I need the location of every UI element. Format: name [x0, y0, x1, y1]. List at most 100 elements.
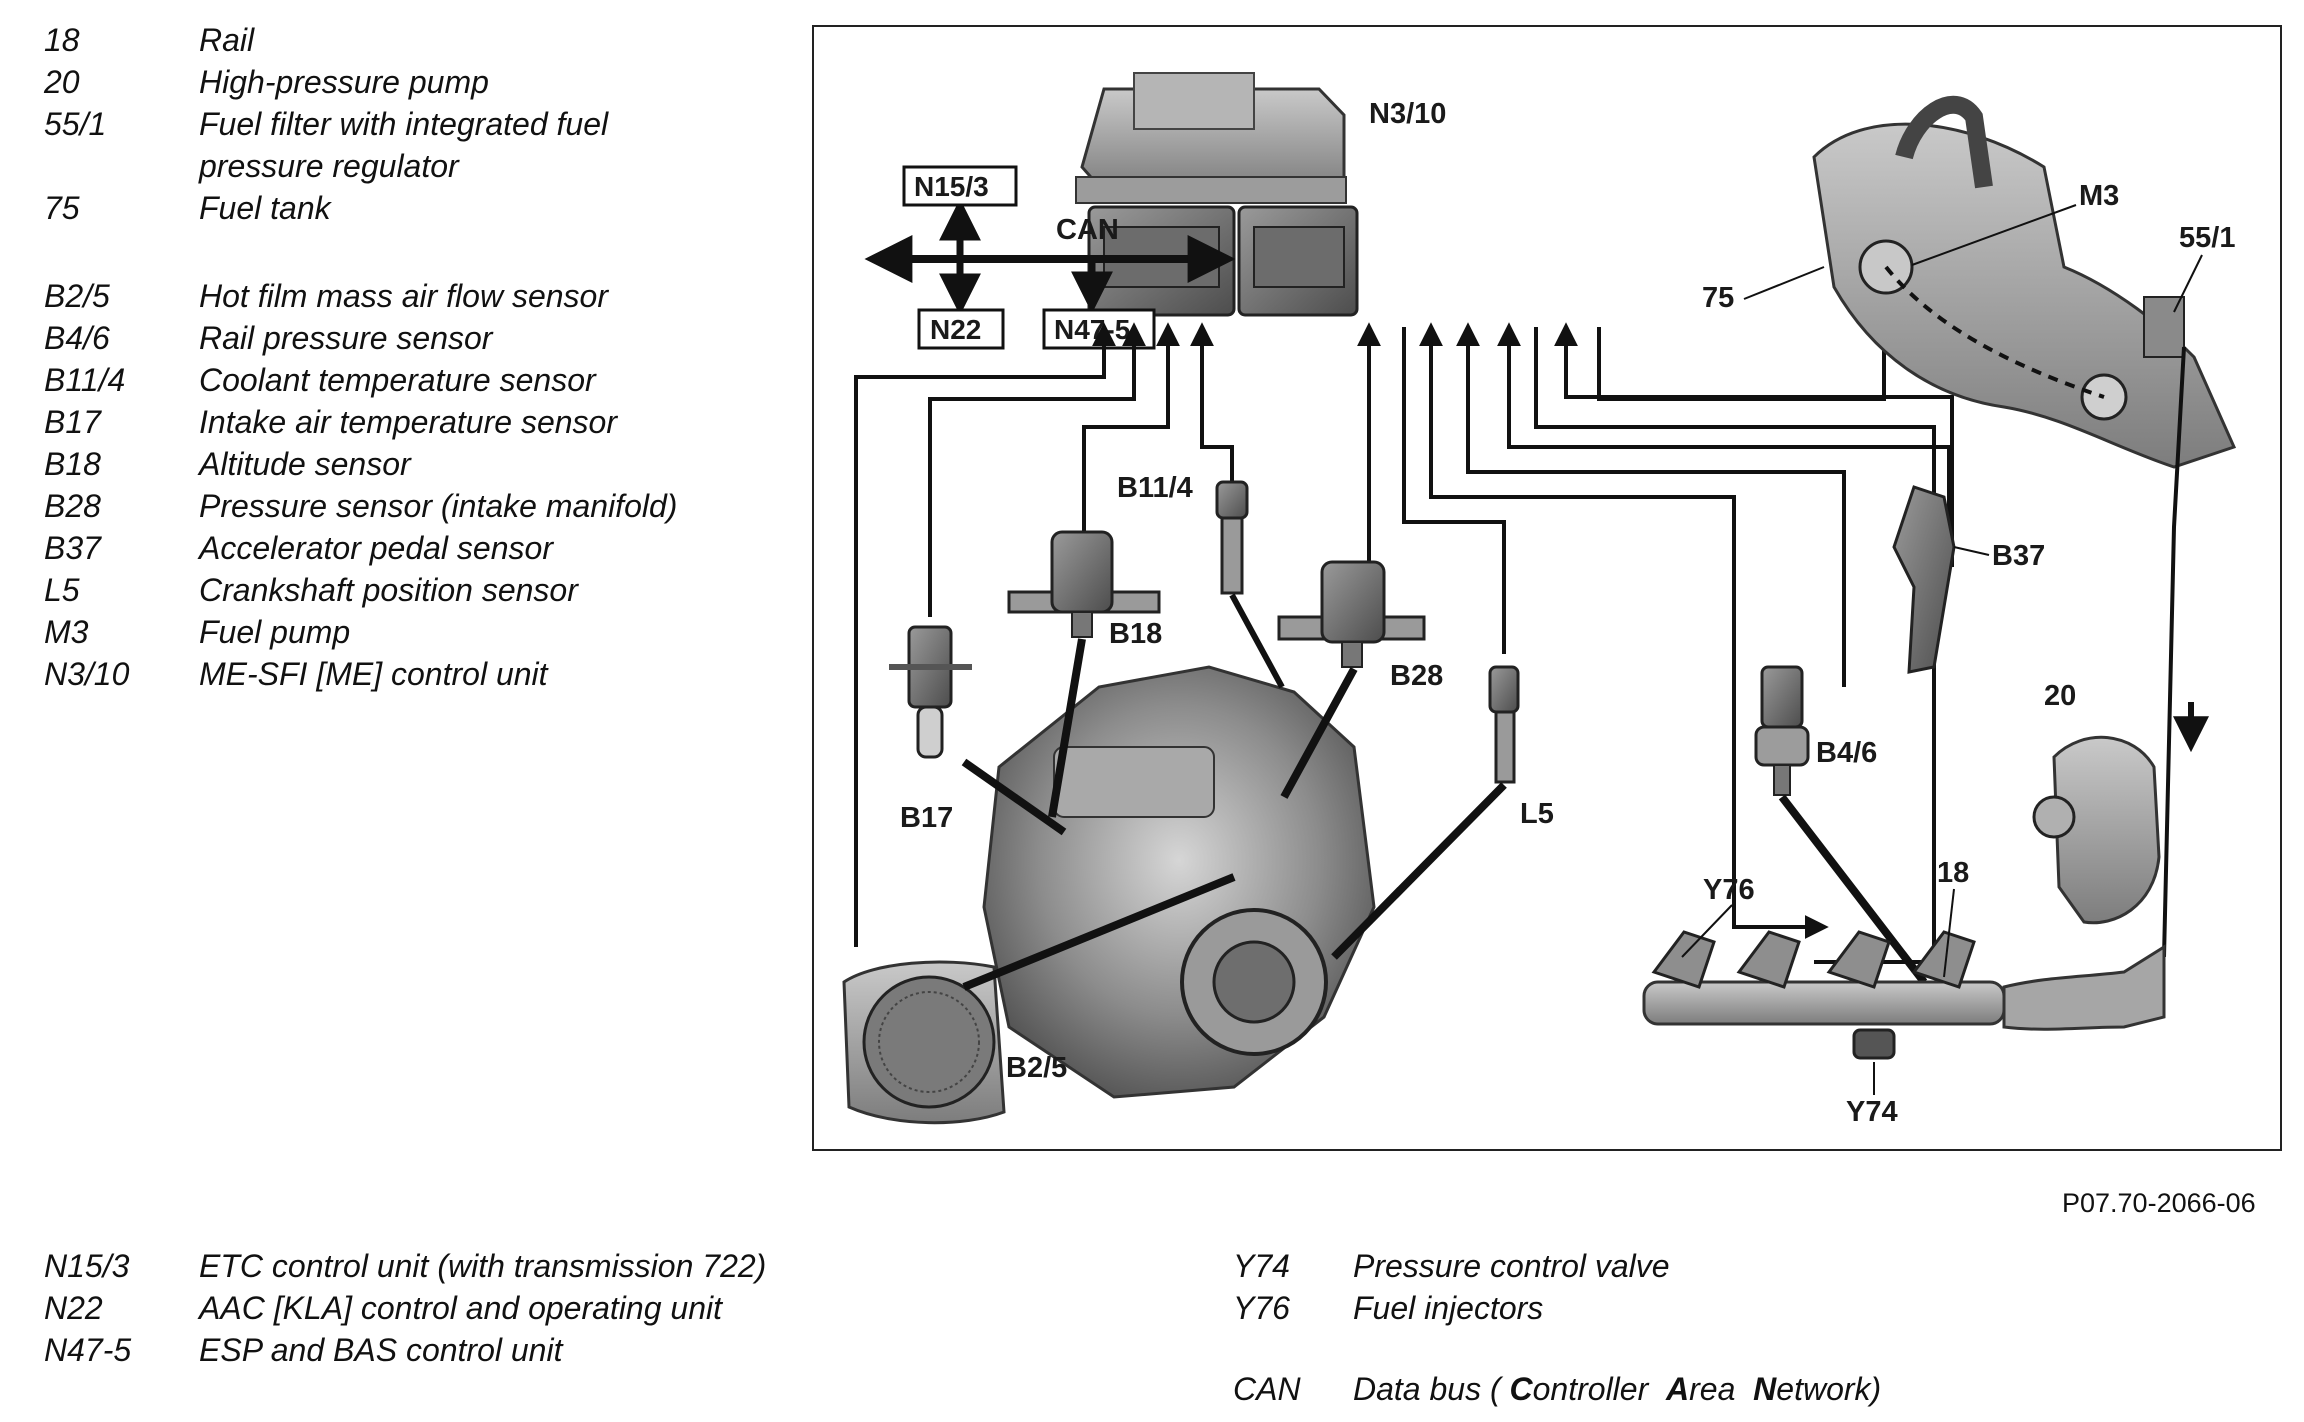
- label-b4-6: B4/6: [1816, 737, 1877, 769]
- sensor-b37: [1892, 485, 1956, 674]
- label-b2-5: B2/5: [1006, 1052, 1067, 1084]
- legend-code: B18: [44, 446, 101, 482]
- leader-b4-6: [1778, 794, 1928, 985]
- legend-can-row: CAN Data bus ( Controller Area Network): [1233, 1371, 1881, 1408]
- legend-desc: Fuel pump: [199, 614, 351, 650]
- legend-desc: Hot film mass air flow sensor: [199, 278, 608, 314]
- legend-desc: AAC [KLA] control and operating unit: [199, 1290, 722, 1326]
- legend-desc: High-pressure pump: [199, 64, 489, 100]
- legend-desc: Fuel tank: [199, 190, 331, 226]
- legend-code: N22: [44, 1290, 103, 1326]
- can-initial: N: [1753, 1371, 1777, 1407]
- legend-code: N15/3: [44, 1248, 130, 1284]
- legend-desc: Accelerator pedal sensor: [199, 530, 553, 566]
- legend-code: Y76: [1233, 1290, 1290, 1326]
- legend-code: 18: [44, 22, 80, 58]
- injector-y76: [1911, 930, 1976, 989]
- legend-row: 55/1 Fuel filter with integrated fuel: [44, 103, 677, 145]
- sensor-b11-4: [1215, 480, 1249, 595]
- pressure-control-valve-y74: [1852, 1028, 1896, 1060]
- legend-desc: pressure regulator: [199, 148, 459, 184]
- can-initial: C: [1509, 1371, 1533, 1407]
- legend-code: 55/1: [44, 106, 107, 142]
- legend-desc: ME-SFI [ME] control unit: [199, 656, 548, 692]
- leader-l5: [1331, 782, 1507, 960]
- injector-y76: [1651, 930, 1716, 989]
- legend-code: Y74: [1233, 1248, 1290, 1284]
- signal-lines: [854, 262, 1954, 964]
- legend-row: Y74 Pressure control valve: [1233, 1245, 1670, 1287]
- legend-desc: Fuel filter with integrated fuel: [199, 106, 609, 142]
- legend-row: N22 AAC [KLA] control and operating unit: [44, 1287, 766, 1329]
- leader-55-1: [2173, 254, 2203, 313]
- ecu-n3-10: [1075, 72, 1359, 317]
- legend-code: CAN: [1233, 1371, 1301, 1407]
- legend-desc: Intake air temperature sensor: [199, 404, 617, 440]
- rail-18: [1642, 930, 2166, 1060]
- legend-code: N3/10: [44, 656, 130, 692]
- injector-y76: [1736, 930, 1801, 989]
- leader-b18: [1048, 638, 1086, 818]
- legend-desc: Pressure sensor (intake manifold): [199, 488, 678, 524]
- box-n22: [917, 308, 1005, 350]
- legend-code: M3: [44, 614, 89, 650]
- legend-desc: Rail: [199, 22, 255, 58]
- legend-code: B17: [44, 404, 101, 440]
- label-55-1: 55/1: [2179, 222, 2235, 254]
- legend-code: B2/5: [44, 278, 110, 314]
- legend-desc: Data bus ( Controller Area Network): [1353, 1371, 1881, 1408]
- box-n15-3: [902, 165, 1018, 207]
- legend-row: N3/10 ME-SFI [ME] control unit: [44, 653, 677, 695]
- system-diagram: N3/10 CAN N15/3 N22 N47-5 M3 75 55/1: [842, 72, 2237, 1128]
- legend-row: Y76 Fuel injectors: [1233, 1287, 1670, 1329]
- legend-code: 75: [44, 190, 80, 226]
- legend-code: B4/6: [44, 320, 110, 356]
- legend-row: 18 Rail: [44, 19, 677, 61]
- high-pressure-pump-20: [2032, 735, 2161, 925]
- legend-row: M3 Fuel pump: [44, 611, 677, 653]
- legend-code: B28: [44, 488, 101, 524]
- sensor-l5: [1488, 665, 1520, 784]
- can-text: ontroller: [1532, 1371, 1667, 1407]
- sensor-b4-6: [1754, 665, 1810, 796]
- engine-block: [982, 665, 1376, 1099]
- can-initial: A: [1666, 1371, 1690, 1407]
- fuel-tank-75: [1812, 95, 2237, 469]
- legend-desc: Altitude sensor: [199, 446, 411, 482]
- label-20: 20: [2044, 680, 2076, 712]
- legend-code: B11/4: [44, 362, 126, 398]
- leader-b28: [1280, 667, 1358, 799]
- label-b17: B17: [900, 802, 953, 834]
- legend-desc: Fuel injectors: [1353, 1290, 1544, 1326]
- leader-y76: [1681, 904, 1733, 958]
- can-text: rea: [1689, 1371, 1754, 1407]
- label-b37: B37: [1992, 540, 2045, 572]
- leader-m3: [1911, 204, 2077, 266]
- label-n47-5: N47-5: [1054, 314, 1130, 345]
- can-text: Data bus (: [1353, 1371, 1510, 1407]
- diagram-frame: N3/10 CAN N15/3 N22 N47-5 M3 75 55/1: [812, 25, 2282, 1151]
- label-b11-4: B11/4: [1117, 472, 1193, 504]
- legend-row: pressure regulator: [44, 145, 677, 187]
- legend-desc: Pressure control valve: [1353, 1248, 1670, 1284]
- legend-bottom-right: Y74 Pressure control valve Y76 Fuel inject…: [1233, 1245, 1670, 1329]
- label-y76: Y76: [1703, 874, 1755, 906]
- label-n3-10: N3/10: [1369, 98, 1446, 130]
- can-bus: [864, 198, 1236, 316]
- figure-code: P07.70-2066-06: [2062, 1188, 2256, 1218]
- sensor-b2-5: [842, 960, 1006, 1125]
- label-m3: M3: [2079, 180, 2119, 212]
- legend-row: B28 Pressure sensor (intake manifold): [44, 485, 677, 527]
- legend-row: B17 Intake air temperature sensor: [44, 401, 677, 443]
- label-n15-3: N15/3: [914, 171, 989, 202]
- legend-row: B2/5 Hot film mass air flow sensor: [44, 275, 677, 317]
- leader-18: [1943, 888, 1955, 978]
- leader-b11-4: [1229, 593, 1285, 689]
